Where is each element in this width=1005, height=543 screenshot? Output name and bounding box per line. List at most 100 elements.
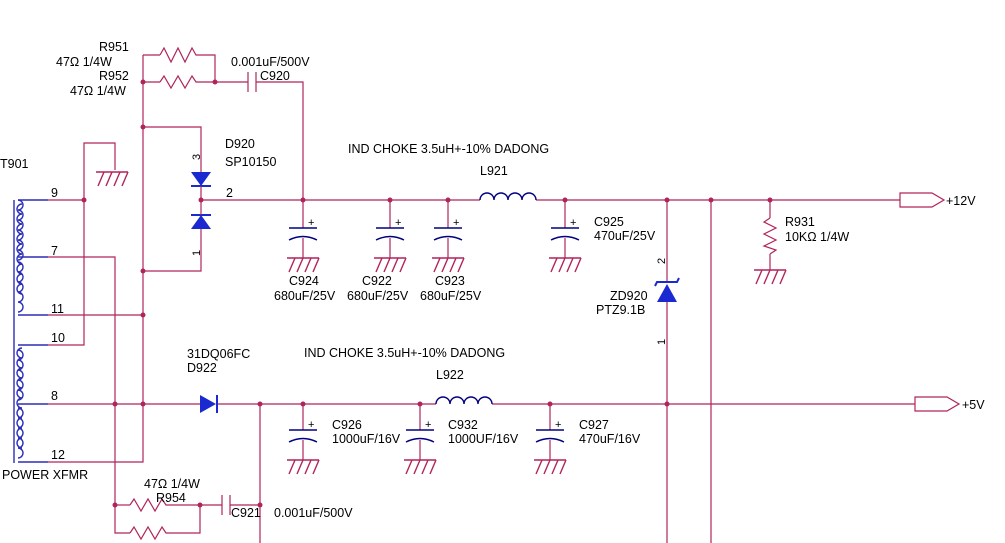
c924-plate-bottom [288, 235, 318, 241]
junction [767, 197, 773, 203]
wire-d920-top [143, 126, 202, 160]
junction [257, 401, 263, 407]
inductor-l922: IND CHOKE 3.5uH+-10% DADONG L922 [304, 346, 505, 405]
ground-icon [549, 257, 582, 273]
pin-12-label: 12 [51, 448, 65, 462]
capacitor-c932: + C932 1000UF/16V [405, 418, 519, 460]
port-12v-label: +12V [946, 194, 976, 208]
r931-zigzag [762, 217, 778, 255]
secondary-winding-8-12 [17, 407, 24, 459]
c922-ref: C922 [362, 274, 392, 288]
c932-ref: C932 [448, 418, 478, 432]
zener-zd920: 2 1 ZD920 PTZ9.1B [596, 258, 680, 345]
pin-9-label: 9 [51, 186, 58, 200]
c922-plate-bottom [375, 235, 405, 241]
junctions [81, 79, 773, 508]
ground-icon [534, 459, 567, 475]
c921-ref: C921 [231, 506, 261, 520]
d920-pin1: 1 [191, 250, 203, 256]
c927-plus: + [555, 419, 561, 431]
capacitor-c926: + C926 1000uF/16V [288, 418, 401, 460]
c923-plus: + [453, 217, 459, 229]
wiring [48, 54, 915, 543]
junction [300, 197, 306, 203]
d922-value: 31DQ06FC [187, 347, 250, 361]
wire-pin9-gnd [83, 142, 116, 200]
junction [445, 197, 451, 203]
wire-r951-right [200, 54, 216, 82]
port-12v: +12V [899, 192, 976, 208]
c932-value: 1000UF/16V [448, 432, 519, 446]
ground-icon [287, 459, 320, 475]
c920-ref: C920 [260, 69, 290, 83]
port-5v: +5V [914, 396, 985, 412]
junction [81, 197, 87, 203]
junction [387, 197, 393, 203]
l922-ref: L922 [436, 368, 464, 382]
wire-pin12-left-bus [48, 82, 144, 463]
junction [664, 197, 670, 203]
primary-winding-upper [16, 203, 23, 295]
transformer-ref: T901 [0, 157, 29, 171]
zd920-value: PTZ9.1B [596, 303, 645, 317]
wire-pin7 [48, 256, 116, 505]
c926-value: 1000uF/16V [332, 432, 401, 446]
c926-plate-bottom [288, 437, 318, 443]
pin-10-label: 10 [51, 331, 65, 345]
ground-icon [374, 257, 407, 273]
pin-7-label: 7 [51, 244, 58, 258]
capacitor-c924: + C924 680uF/25V [274, 217, 336, 303]
r954-ref: R954 [156, 491, 186, 505]
c924-value: 680uF/25V [274, 289, 336, 303]
c923-ref: C923 [435, 274, 465, 288]
capacitor-c920: 0.001uF/500V C920 [231, 55, 310, 92]
c923-value: 680uF/25V [420, 289, 482, 303]
transformer-t901: T901 POWER XFMR 9 7 11 10 8 12 [0, 157, 88, 482]
ground-symbols [96, 171, 787, 475]
r954-value: 47Ω 1/4W [144, 477, 200, 491]
junction [140, 312, 146, 318]
ground-icon [404, 459, 437, 475]
d920-value: SP10150 [225, 155, 276, 169]
ground-icon [754, 269, 787, 285]
c923-plate-bottom [433, 235, 463, 241]
d920-lower-triangle [191, 215, 211, 229]
d920-pin2: 2 [226, 186, 233, 200]
ground-icon [96, 171, 129, 187]
junction [708, 197, 714, 203]
capacitor-c922: + C922 680uF/25V [347, 217, 409, 303]
capacitor-c927: + C927 470uF/16V [535, 418, 641, 460]
junction [112, 502, 118, 508]
junction [140, 79, 146, 85]
junction [300, 401, 306, 407]
pin-11-label: 11 [51, 302, 64, 316]
secondary-winding-10-8 [17, 349, 24, 401]
ground-icon [287, 257, 320, 273]
d920-ref: D920 [225, 137, 255, 151]
l922-coil [435, 396, 493, 405]
c920-value: 0.001uF/500V [231, 55, 310, 69]
c924-ref: C924 [289, 274, 319, 288]
r954-zigzag [129, 497, 170, 513]
c927-plate-bottom [535, 437, 565, 443]
junction [562, 197, 568, 203]
c921-value: 0.001uF/500V [274, 506, 353, 520]
c927-value: 470uF/16V [579, 432, 641, 446]
port-12v-arrow-icon [899, 192, 946, 208]
junction [140, 268, 146, 274]
d920-pin3: 3 [191, 154, 203, 160]
junction [417, 401, 423, 407]
port-5v-label: +5V [962, 398, 985, 412]
c925-plus: + [570, 217, 576, 229]
zd920-ref: ZD920 [610, 289, 648, 303]
ground-icon [432, 257, 465, 273]
junction [212, 79, 218, 85]
zd920-triangle [657, 284, 677, 302]
pin-8-label: 8 [51, 389, 58, 403]
c932-plus: + [425, 419, 431, 431]
c926-plus: + [308, 419, 314, 431]
secondary-winding-7-11 [17, 261, 24, 313]
transformer-name: POWER XFMR [2, 468, 88, 482]
c925-value: 470uF/25V [594, 229, 656, 243]
c925-ref: C925 [594, 215, 624, 229]
